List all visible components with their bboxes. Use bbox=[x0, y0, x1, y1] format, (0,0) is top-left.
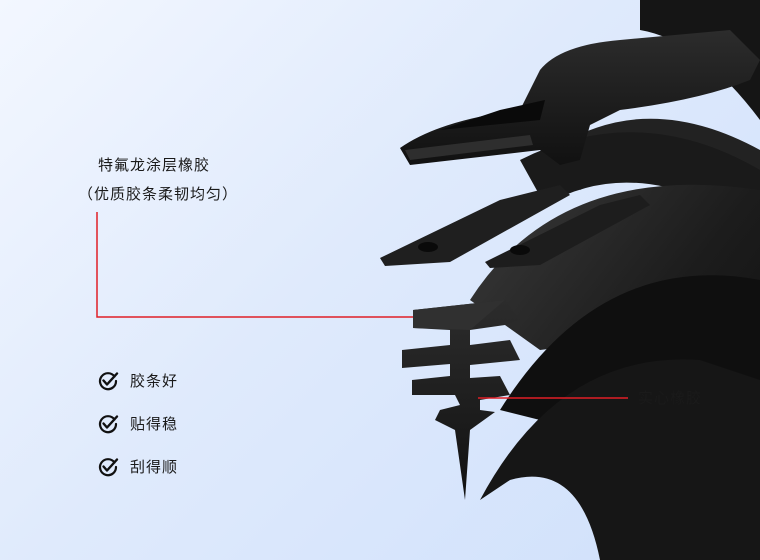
core-callout-label: 实心橡胶 bbox=[638, 389, 703, 407]
feature-list: 胶条好 贴得稳 刮得顺 bbox=[97, 370, 178, 499]
feature-label: 刮得顺 bbox=[130, 457, 179, 476]
feature-label: 胶条好 bbox=[130, 371, 179, 390]
profile-section bbox=[402, 300, 520, 500]
feature-item: 胶条好 bbox=[97, 370, 178, 392]
check-circle-icon bbox=[98, 458, 119, 477]
coating-leader-line bbox=[96, 212, 413, 318]
feature-label: 贴得稳 bbox=[130, 414, 179, 433]
upper-fins bbox=[380, 185, 650, 268]
coating-callout-title: 特氟龙涂层橡胶 bbox=[98, 156, 211, 174]
coating-callout-detail: （优质胶条柔韧均匀） bbox=[78, 185, 239, 203]
check-circle-icon bbox=[98, 415, 119, 434]
leader-lines bbox=[96, 212, 628, 399]
feature-item: 刮得顺 bbox=[97, 456, 178, 478]
top-clip bbox=[400, 30, 760, 165]
feature-item: 贴得稳 bbox=[97, 413, 178, 435]
check-circle-icon bbox=[98, 372, 119, 391]
